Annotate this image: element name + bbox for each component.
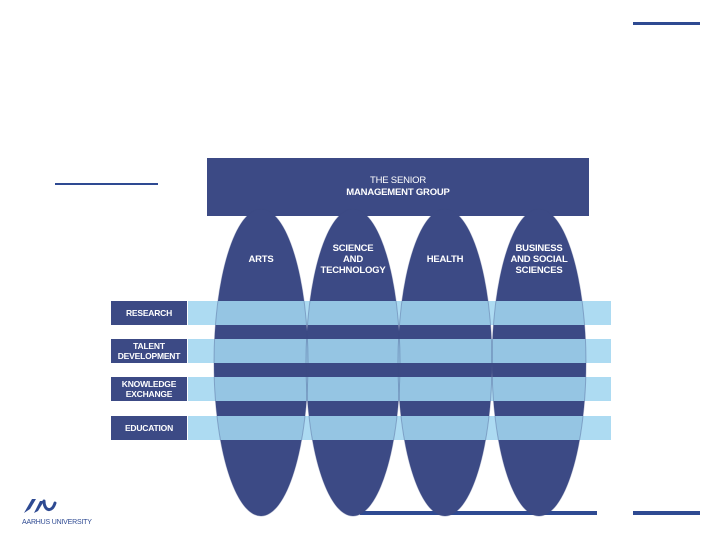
band-talent-development [188, 339, 611, 363]
area-label-talent-development: TALENT DEVELOPMENT [111, 339, 187, 363]
bottom-right-rule [633, 511, 700, 515]
faculty-label-business-social-sciences: BUSINESS AND SOCIAL SCIENCES [510, 243, 568, 276]
band-education [188, 416, 611, 440]
senior-group-line2: MANAGEMENT GROUP [346, 187, 450, 198]
area-label-research: RESEARCH [111, 301, 187, 325]
faculty-label-science-technology: SCIENCE AND TECHNOLOGY [320, 243, 386, 276]
senior-group-line1: THE SENIOR [369, 175, 427, 186]
top-right-rule [633, 22, 700, 25]
faculty-label-health: HEALTH [426, 254, 464, 265]
left-accent-rule [55, 183, 158, 185]
logo-text: AARHUS UNIVERSITY [22, 519, 92, 526]
senior-management-group-box: THE SENIOR MANAGEMENT GROUP [207, 158, 589, 216]
aarhus-university-logo-icon [24, 499, 57, 513]
area-label-knowledge-exchange: KNOWLEDGE EXCHANGE [111, 377, 187, 401]
band-knowledge-exchange [188, 377, 611, 401]
area-label-education: EDUCATION [111, 416, 187, 440]
faculty-label-arts: ARTS [248, 254, 274, 265]
band-research [188, 301, 611, 325]
bottom-center-rule [360, 511, 597, 515]
